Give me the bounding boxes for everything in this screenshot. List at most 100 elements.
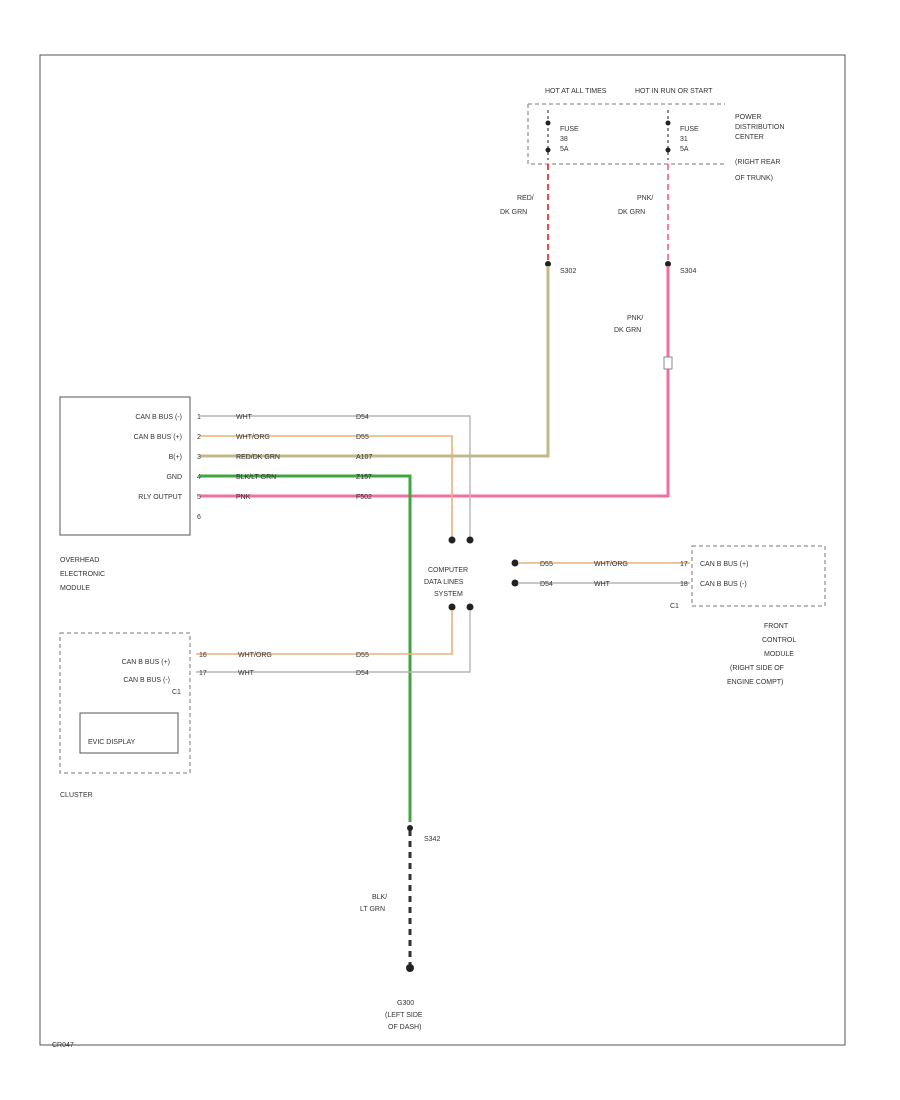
wire-canb-minus-cluster <box>196 610 471 673</box>
wire-label-red-dkgrn: RED/ DK GRN <box>500 195 534 216</box>
svg-text:OVERHEAD: OVERHEAD <box>60 557 99 564</box>
evic-display-label: EVIC DISPLAY <box>88 739 136 746</box>
oem-wire-circuit: Z157 <box>356 474 372 481</box>
power-distribution-center: HOT AT ALL TIMES HOT IN RUN OR START POW… <box>527 88 784 182</box>
svg-text:PNK/: PNK/ <box>637 195 653 202</box>
svg-text:31: 31 <box>680 136 688 143</box>
fcm-box <box>691 545 826 607</box>
oem-wire-color: RED/DK GRN <box>236 454 280 461</box>
cluster-wire-color: WHT/ORG <box>238 652 272 659</box>
cluster-box <box>59 632 191 774</box>
svg-text:DATA LINES: DATA LINES <box>424 579 464 586</box>
svg-text:FUSE: FUSE <box>680 126 699 133</box>
svg-text:ELECTRONIC: ELECTRONIC <box>60 571 105 578</box>
oem-wire-color: BLK/LT GRN <box>236 474 276 481</box>
pdc-location-label: POWER DISTRIBUTION CENTER (RIGHT REAR OF… <box>735 114 784 182</box>
fcm-pin-number: 17 <box>680 561 688 568</box>
fcm-pin-number: 18 <box>680 581 688 588</box>
svg-text:BLK/: BLK/ <box>372 894 387 901</box>
inline-connector <box>663 356 673 370</box>
evic-display-box <box>79 712 179 754</box>
oem-pin-label: CAN B BUS (+) <box>134 434 182 441</box>
ground-id: G300 <box>397 1000 414 1007</box>
oem-wire-circuit: D54 <box>356 414 369 421</box>
cluster-wire-circuit: D54 <box>356 670 369 677</box>
splice-s302: S302 <box>545 261 576 275</box>
oem-pin-label: CAN B BUS (-) <box>135 414 182 421</box>
cluster-pin-number: 17 <box>199 670 207 677</box>
fcm-wire-color: WHT <box>594 581 611 588</box>
oem-wire-circuit: F502 <box>356 494 372 501</box>
svg-text:ENGINE COMPT): ENGINE COMPT) <box>727 679 783 686</box>
fuse-38: FUSE 38 5A <box>545 110 579 160</box>
svg-text:DISTRIBUTION: DISTRIBUTION <box>735 124 784 131</box>
svg-text:DK GRN: DK GRN <box>500 209 527 216</box>
wire-label-blk-ltgrn: BLK/ LT GRN <box>360 894 387 913</box>
wire-canb-minus-oem <box>200 415 471 538</box>
oem-wire-color: PNK <box>236 494 251 501</box>
fcm-wire-circuit: D55 <box>540 561 553 568</box>
cluster-connector: C1 <box>172 689 181 696</box>
svg-text:38: 38 <box>560 136 568 143</box>
svg-text:S302: S302 <box>560 268 576 275</box>
diagram-id: CR047 <box>52 1042 74 1049</box>
cluster-wire-color: WHT <box>238 670 255 677</box>
cluster-wire-circuit: D55 <box>356 652 369 659</box>
oem-wire-circuit: D55 <box>356 434 369 441</box>
wire-label-pnk-mid: PNK/ DK GRN <box>614 315 643 334</box>
svg-text:S304: S304 <box>680 268 696 275</box>
svg-text:LT GRN: LT GRN <box>360 906 385 913</box>
cluster-pin-number: 16 <box>199 652 207 659</box>
fcm-wire-color: WHT/ORG <box>594 561 628 568</box>
svg-text:S342: S342 <box>424 836 440 843</box>
ground-g300: G300 (LEFT SIDE OF DASH) <box>385 964 423 1031</box>
cluster-pin-label: CAN B BUS (-) <box>123 677 170 684</box>
svg-text:FRONT: FRONT <box>764 623 789 630</box>
svg-text:(RIGHT SIDE OF: (RIGHT SIDE OF <box>730 665 784 672</box>
svg-text:DK GRN: DK GRN <box>614 327 641 334</box>
svg-text:5A: 5A <box>680 146 689 153</box>
fcm-connector: C1 <box>670 603 679 610</box>
svg-text:POWER: POWER <box>735 114 761 121</box>
oem-wire-circuit: A107 <box>356 454 372 461</box>
svg-text:CENTER: CENTER <box>735 134 764 141</box>
oem-box <box>59 396 191 536</box>
svg-text:SYSTEM: SYSTEM <box>434 591 463 598</box>
computer-data-lines-system: COMPUTER DATA LINES SYSTEM <box>424 536 519 611</box>
cluster-pin-label: CAN B BUS (+) <box>122 659 170 666</box>
oem-pin-number: 2 <box>197 434 201 441</box>
diagram-frame <box>39 54 846 1046</box>
oem-pin-number: 5 <box>197 494 201 501</box>
svg-text:PNK/: PNK/ <box>627 315 643 322</box>
oem-pin-label: B(+) <box>169 454 182 461</box>
svg-text:OF DASH): OF DASH) <box>388 1024 421 1031</box>
oem-pin-number: 3 <box>197 454 201 461</box>
oem-pin-number: 4 <box>197 474 201 481</box>
oem-pin-label: RLY OUTPUT <box>138 494 182 501</box>
svg-text:(LEFT SIDE: (LEFT SIDE <box>385 1012 423 1019</box>
fcm-pin-label: CAN B BUS (-) <box>700 581 747 588</box>
wire-label-pnk-top: PNK/ DK GRN <box>618 195 653 216</box>
svg-text:DK GRN: DK GRN <box>618 209 645 216</box>
svg-text:COMPUTER: COMPUTER <box>428 567 468 574</box>
hot-at-all-times-label: HOT AT ALL TIMES <box>545 88 607 95</box>
svg-text:(RIGHT REAR: (RIGHT REAR <box>735 159 780 166</box>
wire-canb-plus-oem <box>200 435 453 538</box>
svg-text:RED/: RED/ <box>517 195 534 202</box>
oem-wire-color: WHT <box>236 414 253 421</box>
svg-text:MODULE: MODULE <box>60 585 90 592</box>
svg-text:FUSE: FUSE <box>560 126 579 133</box>
wire-rly-output-pink <box>200 266 670 498</box>
oem-pin-number: 6 <box>197 514 201 521</box>
svg-text:OF TRUNK): OF TRUNK) <box>735 175 773 182</box>
wire-gnd-green <box>200 474 412 822</box>
splice-s304: S304 <box>665 261 696 275</box>
pdc-outline <box>527 104 725 165</box>
svg-text:5A: 5A <box>560 146 569 153</box>
wire-bplus-tan <box>200 266 550 458</box>
oem-wire-color: WHT/ORG <box>236 434 270 441</box>
